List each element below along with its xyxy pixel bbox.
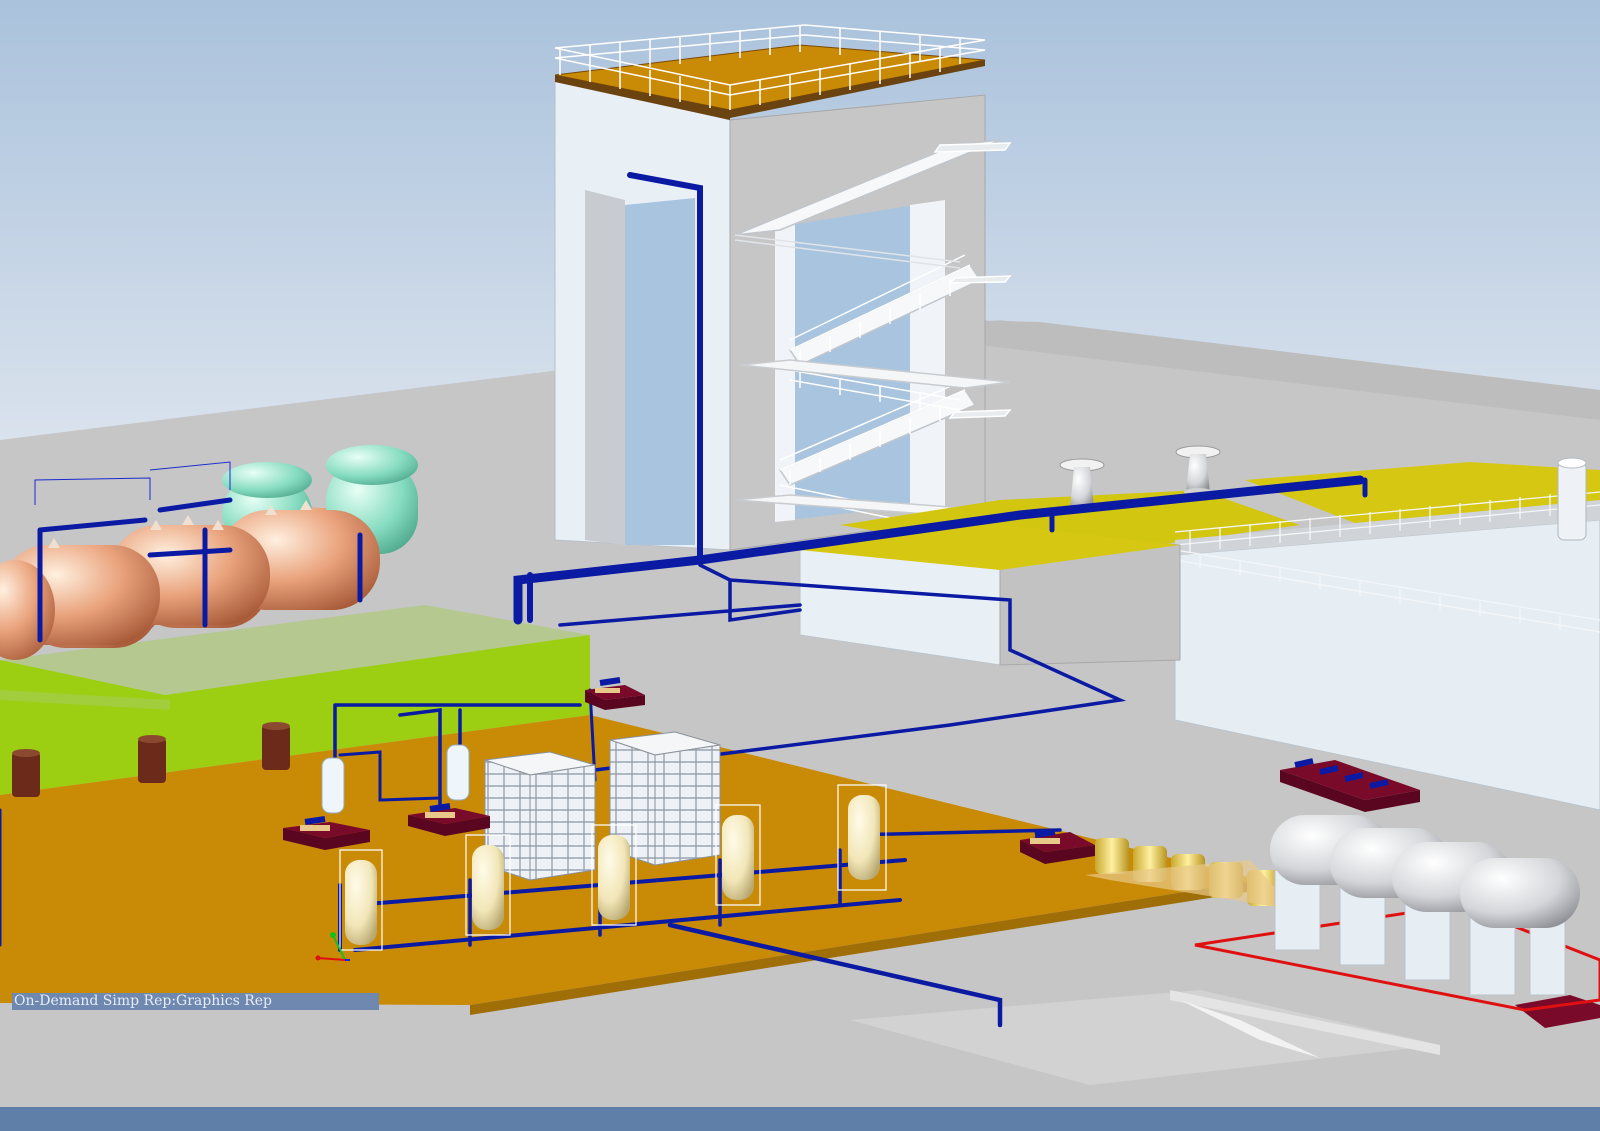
cartridge-filter-2: [446, 744, 470, 801]
right-building-handrail: [1174, 491, 1600, 633]
axis-triad-icon: [315, 932, 350, 961]
center-low-building[interactable]: [799, 520, 1181, 666]
filter-vessel-5: [837, 784, 887, 891]
bottom-status-bar: [0, 1107, 1600, 1131]
ventilator-2: [1175, 445, 1221, 496]
filter-vessel-3: [591, 824, 637, 926]
roof-ventilators[interactable]: [1059, 445, 1221, 512]
pipe-outline: [34, 461, 231, 505]
tower-roof-handrail: [554, 24, 986, 110]
membrane-rack-2: [609, 731, 721, 866]
right-building[interactable]: [1174, 457, 1600, 811]
filter-vessels[interactable]: [321, 744, 887, 951]
filter-vessel-1: [339, 849, 383, 951]
ground-back-strip: [960, 320, 1600, 420]
pump-skid-row-right: [1280, 758, 1420, 812]
cartridge-filter-1: [321, 757, 345, 814]
storage-tank-4: [1460, 858, 1580, 928]
barrel-3: [262, 722, 290, 770]
simp-rep-status-label: On-Demand Simp Rep:Graphics Rep: [12, 993, 379, 1010]
membrane-racks[interactable]: [484, 731, 721, 881]
filter-vessel-2: [465, 834, 511, 936]
pipe-network[interactable]: [0, 172, 1368, 1028]
pump-skids[interactable]: [283, 677, 1600, 1028]
vent-stack: [1557, 461, 1587, 541]
barrel-1: [12, 749, 40, 797]
horizontal-tanks[interactable]: [0, 445, 418, 660]
barrel-2: [138, 735, 166, 783]
barrels[interactable]: [12, 722, 290, 797]
floor-pit: [850, 990, 1440, 1085]
stairway[interactable]: [734, 139, 1012, 521]
filter-vessel-4: [715, 804, 761, 906]
tank-nozzles: [48, 500, 312, 548]
dosing-tanks[interactable]: [1085, 838, 1295, 910]
storage-tanks[interactable]: [1194, 815, 1600, 1012]
